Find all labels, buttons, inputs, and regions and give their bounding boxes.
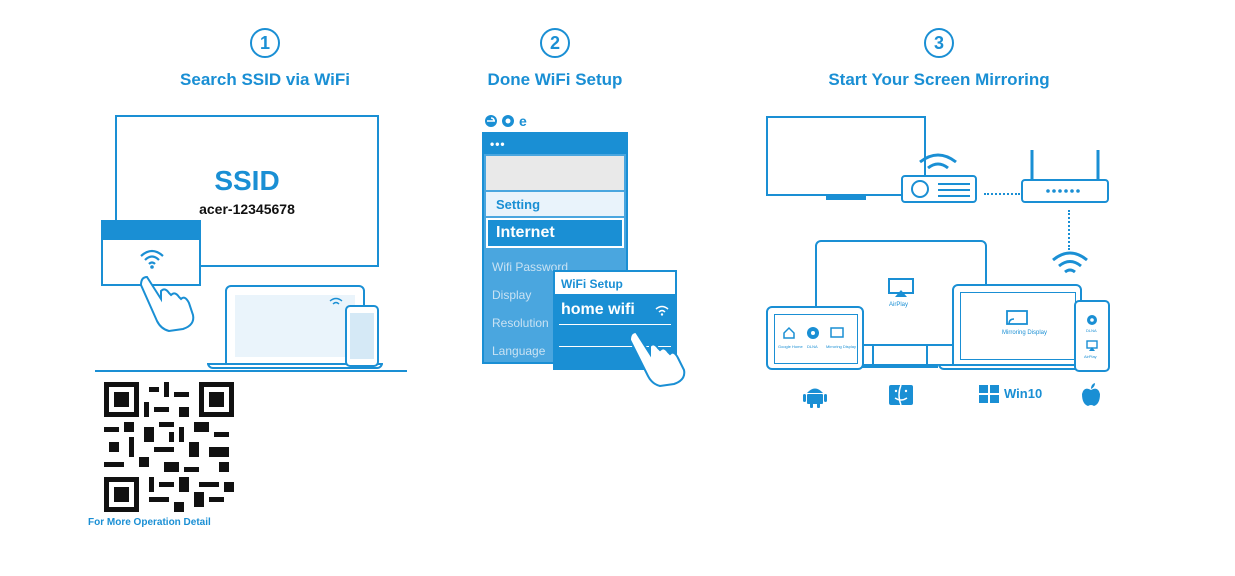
step-3-title: Start Your Screen Mirroring [828,70,1050,89]
ssid-value: acer-12345678 [199,201,295,217]
laptop [225,285,365,365]
mac-finder-icon [889,384,913,406]
menu-item-resolution[interactable]: Resolution [492,316,549,330]
wifi-setup-title: WiFi Setup [561,277,623,291]
dotted-link-horizontal [984,193,1020,195]
tablet: Google Home DLNA Mirroring Display [766,306,864,370]
mirroring-icon [830,327,844,338]
router-wifi-icon [1052,251,1088,274]
google-home-icon [783,326,795,339]
menu-item-display[interactable]: Display [492,288,532,302]
android-icon [803,388,827,408]
edge-icon [485,115,497,127]
phone-label-dlna: DLNA [1086,328,1097,333]
imac-base [862,364,938,368]
phone-airplay-icon [1086,340,1098,351]
svg-text:e: e [519,114,527,128]
step-3-number: 3 [924,28,954,58]
router-icon [1021,150,1109,203]
step-2-title: Done WiFi Setup [487,70,623,89]
menu-item-internet-label: Internet [496,224,555,241]
step-1-number: 1 [250,28,280,58]
step3-laptop: Mirroring Display [952,284,1082,366]
ie-icon: e [519,114,527,128]
phone-dlna-icon [1087,315,1097,325]
menu-item-wifi-password[interactable]: Wifi Password [492,260,569,274]
airplay-label: AirPlay [889,302,909,308]
address-bar [486,156,624,190]
phone-label-airplay: AirPlay [1084,354,1097,359]
tablet-label-mirroring: Mirroring Display [826,344,857,349]
menu-item-language[interactable]: Language [492,344,546,358]
network-wifi-icon [655,305,669,316]
tablet-label-google-home: Google Home [778,344,803,349]
table-line [95,370,407,372]
dotted-link-vertical [1068,210,1070,250]
chrome-icon [502,115,514,127]
step-1-title: Search SSID via WiFi [180,70,350,89]
hand-pointer-icon-2 [628,330,686,388]
step-1-illustration: SSID acer-12345678 [95,110,415,375]
phone [345,305,379,367]
dlna-icon [807,327,819,339]
windows-icon [979,385,999,403]
laptop-mirroring-icon [1006,310,1028,325]
wifi-icon [140,249,164,269]
browser-icons: e [484,114,540,128]
laptop-base [207,363,383,369]
imac-neck [872,346,928,364]
home-wifi-network[interactable]: home wifi [561,301,635,318]
ssid-label: SSID [214,165,280,196]
window-dots: ••• [490,137,506,151]
tablet-label-dlna: DLNA [807,344,818,349]
projector-icon [901,153,977,203]
airplay-icon [888,278,914,297]
hand-pointer-icon [139,275,195,333]
tv-stand [826,196,866,200]
step3-tv [766,116,926,196]
laptop-wifi-icon [329,297,343,305]
qr-caption: For More Operation Detail [88,517,211,528]
menu-item-internet[interactable]: Internet [486,218,624,248]
step3-phone: DLNA AirPlay [1074,300,1110,372]
setting-header: Setting [496,197,541,212]
step3-laptop-base [938,364,1096,370]
laptop-mirroring-label: Mirroring Display [1002,330,1048,336]
apple-icon [1082,383,1100,406]
qr-code [104,382,234,512]
step-2-number: 2 [540,28,570,58]
windows-label: Win10 [1004,386,1043,401]
